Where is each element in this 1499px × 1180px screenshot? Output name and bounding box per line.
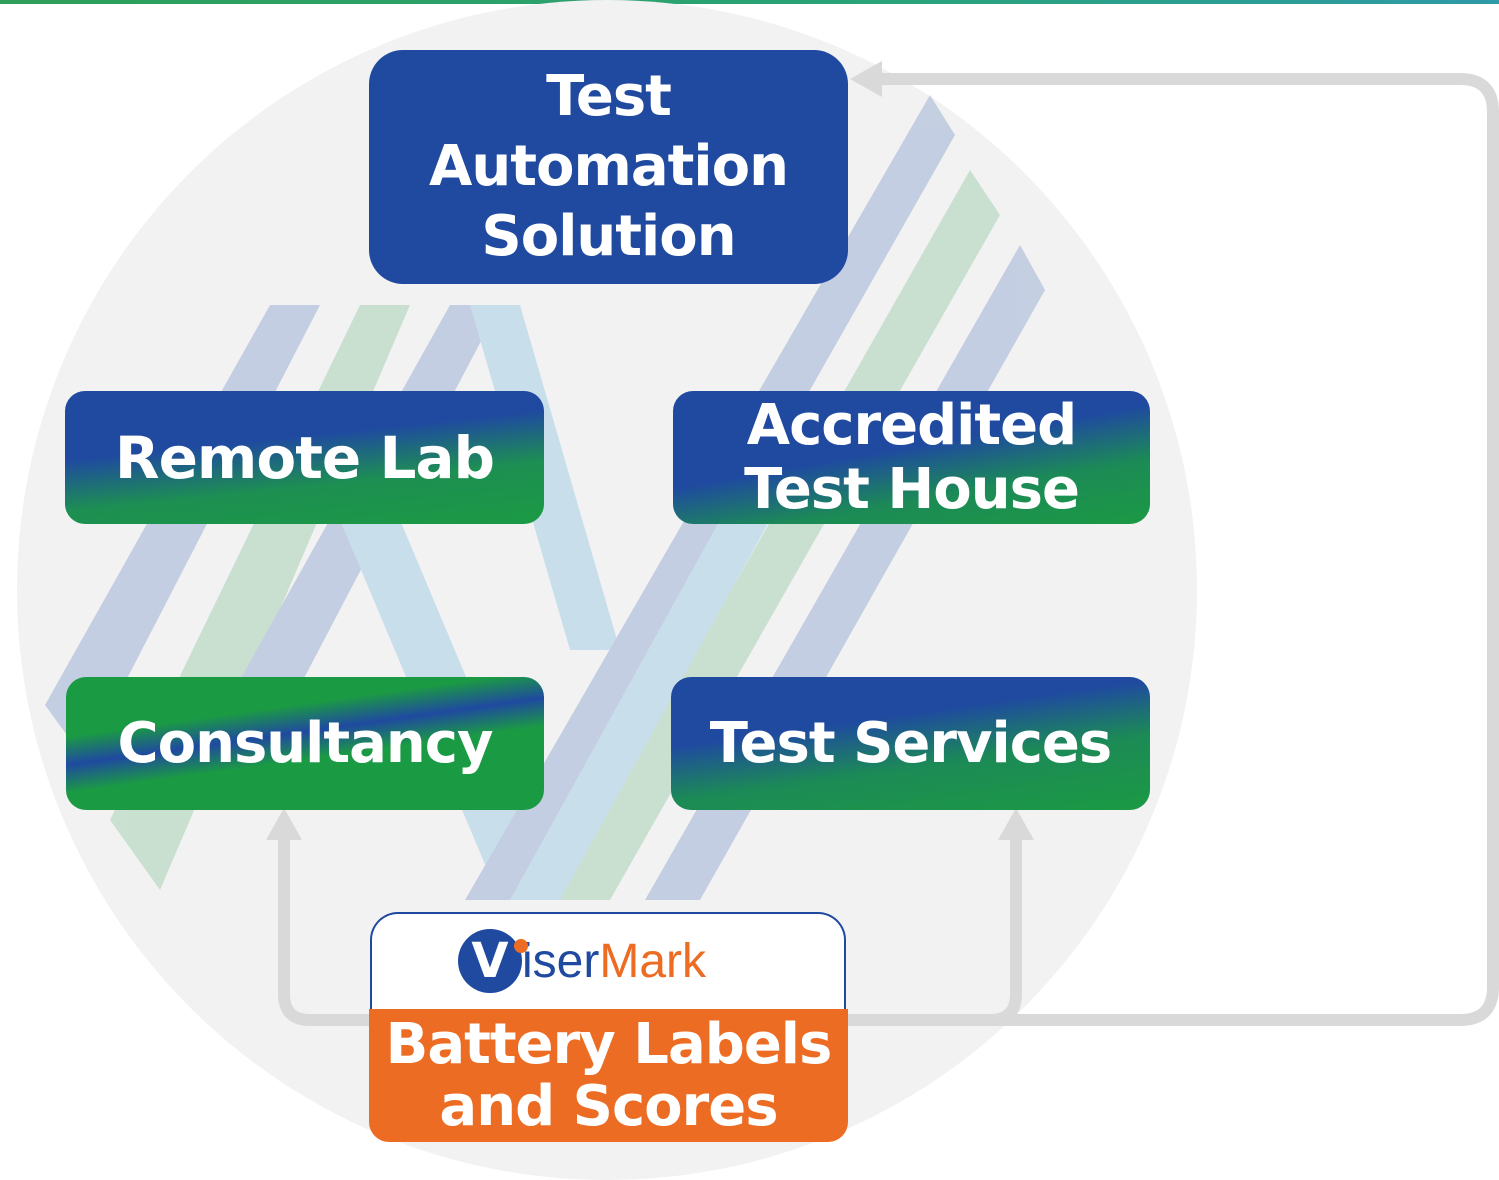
top-accent-strip xyxy=(0,0,1499,4)
connector-to-center xyxy=(878,73,1499,1026)
visermark-logo-icon: V xyxy=(458,929,528,993)
stripe-right-2 xyxy=(555,170,1000,900)
center-line-3: Solution xyxy=(481,204,736,269)
connector-lines xyxy=(266,61,1499,1026)
visermark-word-part1: iser xyxy=(522,934,600,988)
arrow-up-icon xyxy=(998,808,1034,840)
visermark-word-part2: Mark xyxy=(599,934,707,988)
battery-line-2: and Scores xyxy=(439,1073,778,1139)
center-line-2: Automation xyxy=(429,134,789,199)
battery-line-1: Battery Labels xyxy=(385,1011,833,1077)
battery-labels-box: Battery Labels and Scores xyxy=(369,1009,848,1142)
consultancy-label: Consultancy xyxy=(117,711,494,776)
test-automation-solution-box: Test Automation Solution xyxy=(369,50,848,284)
center-line-1: Test xyxy=(546,64,672,129)
arrow-left-icon xyxy=(850,61,882,97)
accredited-test-house-box: Accredited Test House xyxy=(673,391,1150,524)
arrow-up-icon xyxy=(266,808,302,840)
remote-lab-label: Remote Lab xyxy=(114,423,495,492)
remote-lab-box: Remote Lab xyxy=(65,391,544,524)
test-services-label: Test Services xyxy=(709,711,1112,776)
test-services-box: Test Services xyxy=(671,677,1150,810)
connector-to-test-services xyxy=(848,836,1022,1026)
accredited-line-1: Accredited xyxy=(746,392,1077,458)
stripe-right-4 xyxy=(510,520,770,900)
visermark-mark-letter: V xyxy=(471,933,509,989)
accredited-line-2: Test House xyxy=(744,456,1080,522)
connector-to-consultancy xyxy=(278,836,370,1026)
consultancy-box: Consultancy xyxy=(66,677,544,810)
